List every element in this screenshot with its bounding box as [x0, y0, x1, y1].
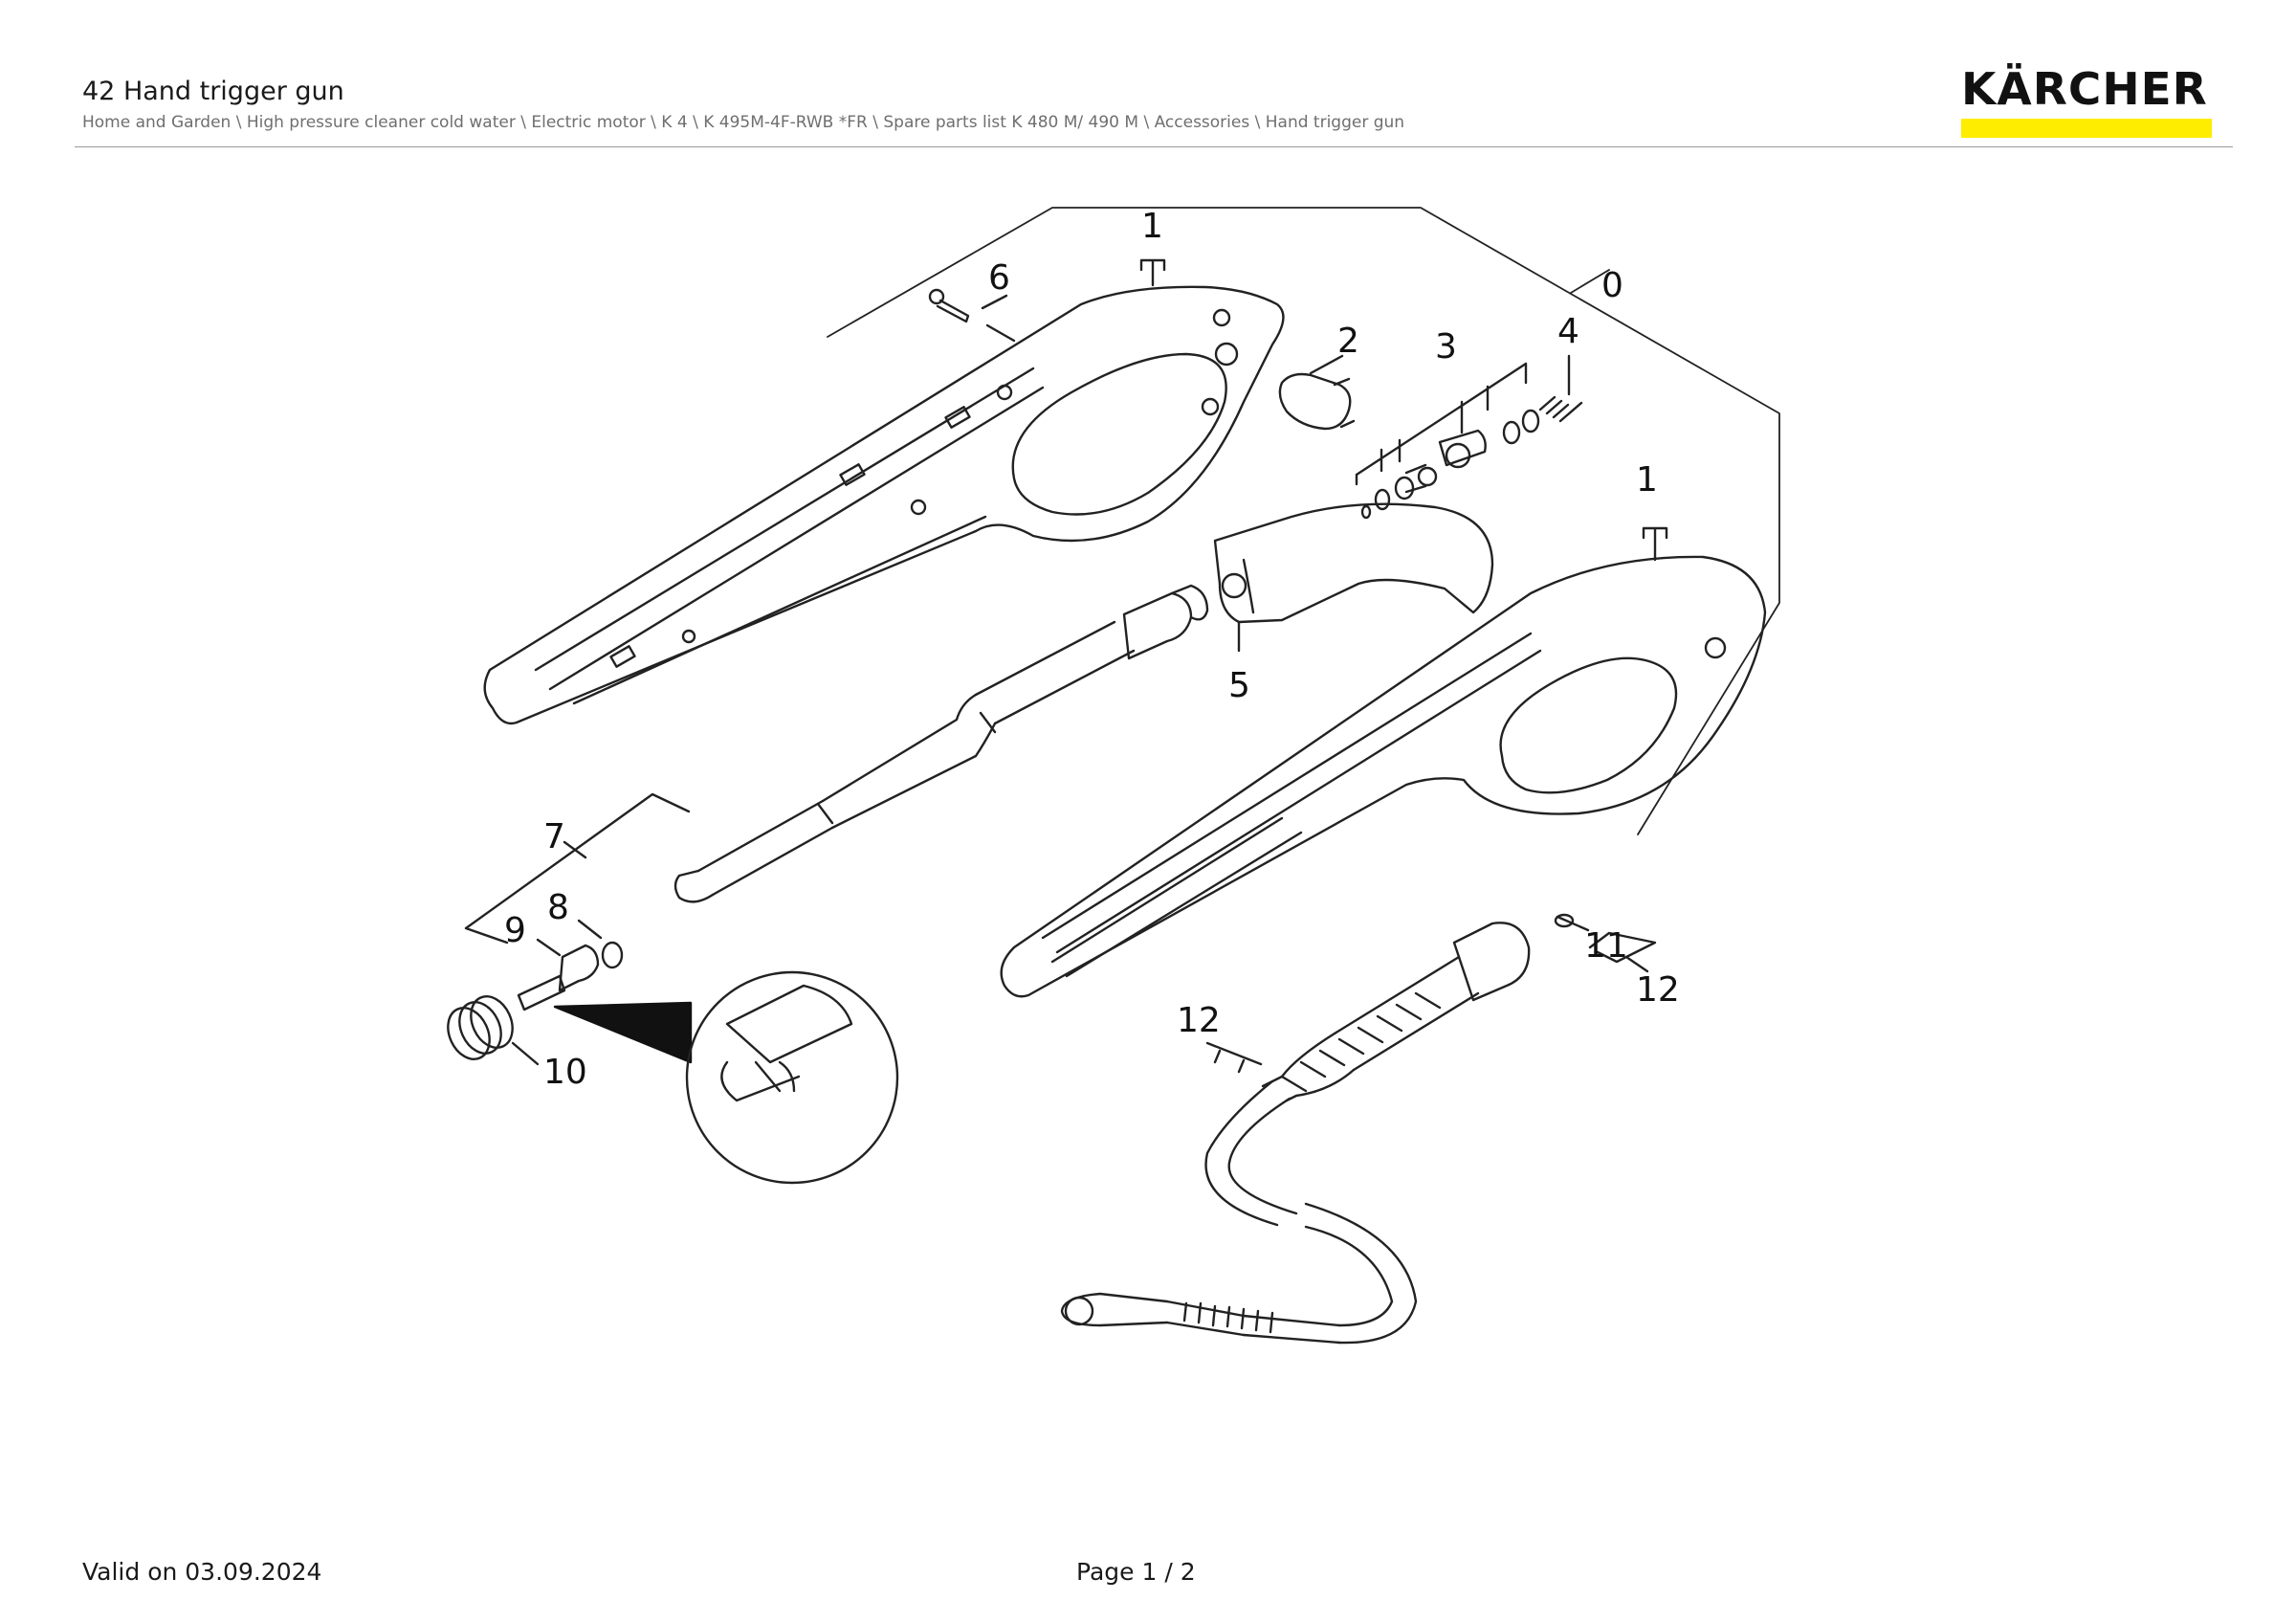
trigger-lever-part: [1213, 502, 1494, 624]
callout-0: 0: [1601, 266, 1623, 305]
page-title: 42 Hand trigger gun: [82, 77, 344, 106]
valve-insert-part: [1278, 372, 1356, 431]
detail-magnifier: [553, 970, 899, 1185]
leader-11: [1556, 915, 1657, 964]
leader-7: [464, 792, 691, 945]
spring-part-10: [447, 995, 514, 1060]
callout-1-left: 1: [1141, 207, 1163, 246]
screw-part: [928, 288, 970, 323]
callout-12-right: 12: [1636, 970, 1680, 1010]
leader-0: [1570, 269, 1610, 294]
callout-8: 8: [547, 888, 569, 927]
page-number: Page 1 / 2: [1076, 1558, 1196, 1586]
leader-1a: [1139, 258, 1166, 287]
leader-2: [1309, 354, 1344, 375]
callout-1-right: 1: [1636, 460, 1658, 500]
valid-date: Valid on 03.09.2024: [82, 1558, 322, 1586]
callout-3: 3: [1435, 327, 1457, 367]
callout-11: 11: [1584, 926, 1628, 966]
brand-yellow-bar: [1961, 119, 2212, 138]
callout-12-left: 12: [1177, 1001, 1221, 1040]
leader-3: [1355, 362, 1528, 486]
brand-name: KÄRCHER: [1961, 63, 2208, 115]
breadcrumb: Home and Garden \ High pressure cleaner …: [82, 113, 1405, 132]
leader-6: [981, 294, 1008, 310]
spring-part: [1538, 395, 1583, 423]
valve-pin-part: [1360, 409, 1540, 520]
callout-5: 5: [1228, 666, 1250, 705]
leader-10: [511, 1041, 540, 1066]
leader-12a: [1624, 955, 1649, 973]
brand-logo: KÄRCHER: [1961, 65, 2214, 138]
spray-tube-part: [673, 584, 1209, 903]
leader-6b: [985, 323, 1016, 343]
callout-2: 2: [1337, 322, 1359, 361]
callout-10: 10: [543, 1053, 587, 1092]
assembly-frame: [827, 207, 1780, 835]
leader-12b: [1205, 1041, 1263, 1074]
handle-shell-left: [483, 285, 1285, 725]
handle-shell-right: [1000, 555, 1767, 998]
callout-6: 6: [988, 258, 1010, 298]
callout-4: 4: [1557, 312, 1579, 351]
leader-8: [577, 919, 603, 940]
header-divider: [75, 146, 2233, 147]
callout-7: 7: [543, 817, 565, 856]
leader-1b: [1642, 526, 1668, 562]
callout-9: 9: [504, 911, 526, 950]
nozzle-pin-part: [517, 941, 624, 1012]
leader-9: [536, 938, 562, 957]
hose-part: [1060, 913, 1575, 1345]
